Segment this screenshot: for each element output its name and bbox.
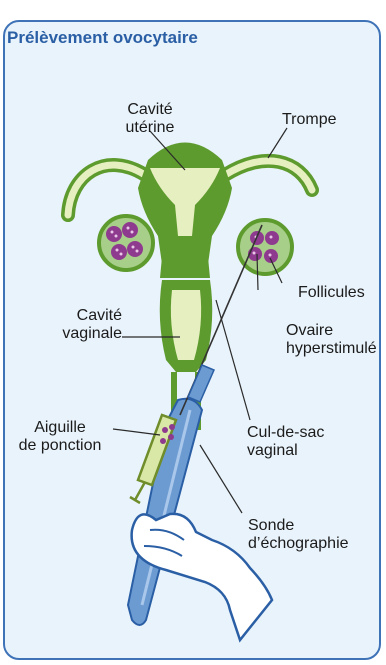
label-cul-de-sac: Cul-de-sac vaginal bbox=[247, 424, 324, 460]
label-cavite-uterine: Cavité utérine bbox=[110, 101, 190, 137]
label-aiguille: Aiguille de ponction bbox=[8, 419, 112, 455]
vaginal-cavity bbox=[171, 290, 201, 360]
label-ovaire: Ovaire hyperstimulé bbox=[286, 322, 377, 358]
label-cavite-vaginale: Cavité vaginale bbox=[30, 307, 122, 343]
label-trompe: Trompe bbox=[282, 111, 337, 129]
label-sonde: Sonde d’échographie bbox=[248, 517, 349, 553]
right-ovary bbox=[238, 220, 292, 274]
label-follicules: Follicules bbox=[298, 284, 365, 302]
